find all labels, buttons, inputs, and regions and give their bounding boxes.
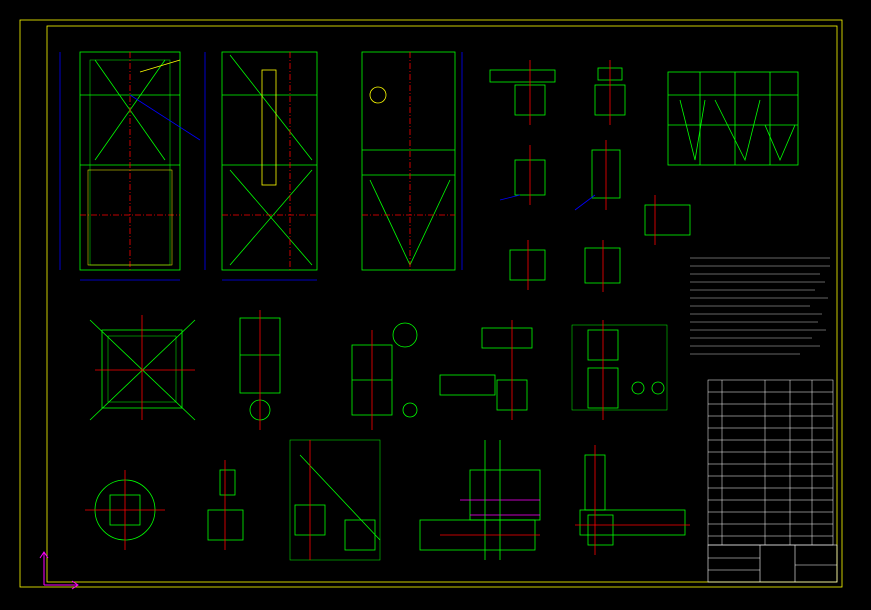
drawing-frame xyxy=(19,19,843,588)
main-view-2 xyxy=(204,51,318,281)
title-block xyxy=(707,544,838,583)
section-views-bottom xyxy=(85,439,690,561)
main-view-3 xyxy=(361,51,463,271)
plan-view-top-right xyxy=(667,71,799,166)
technical-notes xyxy=(690,257,830,355)
parts-list-table xyxy=(707,379,834,546)
main-view-1 xyxy=(59,51,201,281)
section-details-top xyxy=(489,60,691,292)
section-views-middle xyxy=(89,310,668,430)
ucs-axis-icon xyxy=(39,551,79,590)
